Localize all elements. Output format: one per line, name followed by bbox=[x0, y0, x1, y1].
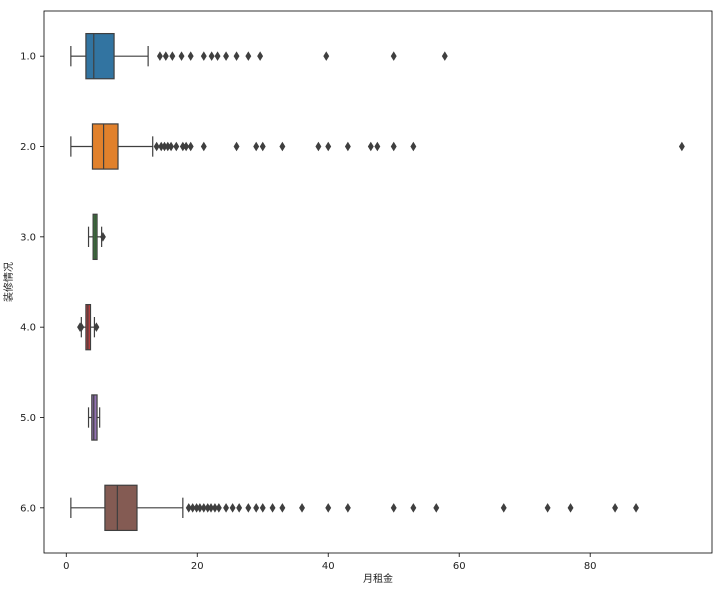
box-group-4-0 bbox=[77, 303, 100, 351]
box-group-5-0 bbox=[87, 394, 101, 441]
outlier-6-0-24 bbox=[544, 503, 551, 513]
outlier-6-0-16 bbox=[279, 503, 286, 513]
outlier-1-0-13 bbox=[390, 51, 397, 61]
outlier-2-0-9 bbox=[200, 141, 207, 152]
x-tick-label-0: 0 bbox=[63, 561, 69, 572]
y-tick-label-4-0: 4.0 bbox=[20, 323, 36, 334]
x-tick-label-20: 20 bbox=[191, 561, 204, 572]
outlier-1-0-0 bbox=[156, 51, 163, 61]
outlier-6-0-11 bbox=[236, 503, 243, 513]
outlier-1-0-6 bbox=[208, 51, 215, 61]
outlier-2-0-13 bbox=[279, 141, 286, 152]
outlier-1-0-10 bbox=[245, 51, 252, 61]
outlier-6-0-23 bbox=[500, 503, 507, 513]
outlier-6-0-9 bbox=[223, 503, 230, 513]
outlier-6-0-22 bbox=[433, 503, 440, 513]
outlier-6-0-7 bbox=[211, 503, 218, 513]
y-tick-label-2-0: 2.0 bbox=[20, 142, 36, 153]
outlier-1-0-7 bbox=[214, 51, 221, 61]
outlier-2-0-4 bbox=[168, 141, 175, 152]
outlier-1-0-2 bbox=[169, 51, 176, 61]
ticks-layer: 0 20 40 60 80 1.0 2.0 3.0 4.0 5.0 6.0 bbox=[20, 52, 596, 572]
outlier-6-0-27 bbox=[633, 503, 639, 513]
marks-layer bbox=[70, 32, 685, 532]
outlier-4-0-2 bbox=[93, 322, 100, 332]
x-axis-label: 月租金 bbox=[363, 572, 393, 585]
box-group-2-0 bbox=[70, 123, 685, 170]
x-tick-label-40: 40 bbox=[322, 561, 335, 572]
outlier-1-0-12 bbox=[323, 51, 330, 61]
box-group-3-0 bbox=[87, 213, 106, 261]
outlier-6-0-26 bbox=[612, 503, 619, 513]
outlier-6-0-15 bbox=[269, 503, 276, 513]
outlier-4-0-1 bbox=[78, 322, 85, 332]
outlier-2-0-14 bbox=[315, 141, 322, 152]
outlier-6-0-4 bbox=[200, 503, 207, 513]
outlier-1-0-4 bbox=[187, 51, 194, 61]
outlier-1-0-14 bbox=[441, 51, 448, 61]
outlier-6-0-13 bbox=[253, 503, 260, 513]
outlier-1-0-9 bbox=[233, 51, 240, 61]
box-group-1-0 bbox=[70, 32, 448, 80]
outlier-2-0-20 bbox=[410, 141, 417, 152]
outlier-2-0-8 bbox=[187, 141, 194, 152]
outlier-6-0-1 bbox=[189, 503, 196, 513]
plot-frame bbox=[43, 10, 713, 554]
outlier-1-0-5 bbox=[200, 51, 207, 61]
outlier-6-0-25 bbox=[567, 503, 574, 513]
outlier-1-0-8 bbox=[223, 51, 230, 61]
x-tick-label-60: 60 bbox=[453, 561, 466, 572]
outlier-6-0-14 bbox=[259, 503, 266, 513]
outlier-2-0-0 bbox=[153, 141, 160, 152]
outlier-2-0-16 bbox=[344, 141, 351, 152]
outlier-3-0-0 bbox=[99, 232, 106, 242]
box-2-0 bbox=[91, 123, 119, 170]
outlier-6-0-18 bbox=[325, 503, 332, 513]
outlier-2-0-10 bbox=[233, 141, 240, 152]
box-5-0 bbox=[91, 394, 98, 441]
outlier-6-0-20 bbox=[390, 503, 397, 513]
outlier-6-0-21 bbox=[410, 503, 417, 513]
y-tick-label-1-0: 1.0 bbox=[20, 52, 36, 63]
box-1-0 bbox=[85, 32, 115, 80]
outlier-2-0-5 bbox=[173, 141, 180, 152]
box-6-0 bbox=[104, 484, 138, 532]
outlier-6-0-0 bbox=[185, 503, 192, 513]
outlier-1-0-3 bbox=[178, 51, 185, 61]
outlier-6-0-8 bbox=[215, 503, 222, 513]
outlier-1-0-1 bbox=[162, 51, 169, 61]
outlier-6-0-12 bbox=[245, 503, 252, 513]
outlier-2-0-7 bbox=[183, 141, 190, 152]
y-tick-label-3-0: 3.0 bbox=[20, 232, 36, 243]
y-axis-label: 装修情况 bbox=[2, 262, 15, 302]
outlier-6-0-3 bbox=[196, 503, 203, 513]
y-tick-label-6-0: 6.0 bbox=[20, 503, 36, 514]
outlier-1-0-11 bbox=[257, 51, 264, 61]
outlier-6-0-6 bbox=[208, 503, 214, 513]
outlier-2-0-12 bbox=[259, 141, 266, 152]
outlier-2-0-18 bbox=[374, 141, 381, 152]
outlier-2-0-21 bbox=[678, 141, 685, 152]
outlier-2-0-15 bbox=[325, 141, 332, 152]
x-tick-label-80: 80 bbox=[584, 561, 597, 572]
outlier-6-0-19 bbox=[344, 503, 351, 513]
outlier-6-0-17 bbox=[299, 503, 305, 513]
outlier-2-0-19 bbox=[390, 141, 397, 152]
outlier-2-0-11 bbox=[253, 141, 260, 152]
outlier-2-0-17 bbox=[367, 141, 374, 152]
box-group-6-0 bbox=[70, 484, 639, 532]
outlier-6-0-10 bbox=[229, 503, 236, 513]
y-tick-label-5-0: 5.0 bbox=[20, 413, 36, 424]
